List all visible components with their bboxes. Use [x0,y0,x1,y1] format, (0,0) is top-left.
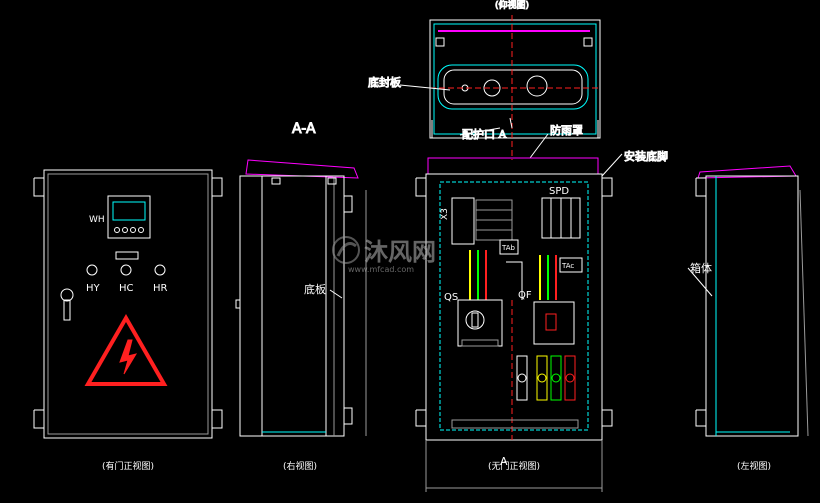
top-callouts: 防雨罩 安装底脚 A-A [292,121,669,177]
leader-back-plate [329,289,343,299]
right-mount-feet [344,195,353,425]
arrow-a-top [509,117,513,129]
indicator-lamp-hc [120,264,132,276]
caption-left: (左视图) [737,460,771,472]
top-view-bracket-right [583,37,593,47]
label-cable-gland: 配护口 A [462,127,507,141]
label-meter-wh: WH [89,215,105,225]
label-spd: SPD [549,186,569,197]
top-view-outline [429,19,601,139]
label-lamp-hy: HY [86,283,101,294]
right-side-latch [235,299,241,309]
label-ta-c: TAc [561,262,574,270]
leader-mount-foot [601,153,623,177]
meter-button-2 [122,227,128,233]
left-view: 箱体 (左视图) [687,165,809,472]
qs-base [461,339,499,347]
door-handle-icon [60,288,74,321]
front-rain-cover [427,157,599,175]
energy-meter [107,195,151,239]
caption-right: (右视图) [283,460,317,472]
left-dimension-line [799,189,809,437]
label-lamp-hc: HC [119,283,134,294]
leader-rain-cover [529,133,549,159]
label-qf: QF [518,290,532,301]
right-mount-feet [212,177,223,429]
terminal-l2 [550,355,562,401]
front-door-inner [47,173,209,435]
meter-button-4 [138,227,144,233]
terminal-l1-screw [537,373,547,383]
top-view-caption: (仰视图) [495,0,529,11]
top-view-inner [433,23,597,135]
front-right-feet [602,177,613,427]
leader-cabinet-body [687,267,713,297]
right-hinge-top-2 [327,177,337,185]
label-lamp-hr: HR [153,283,168,294]
terminal-l1 [536,355,548,401]
meter-button-1 [114,227,120,233]
breaker-qf [533,301,575,345]
watermark-logo-icon [332,236,360,264]
gland-hole-2 [526,75,548,97]
front-view-no-door: X3 SPD TAb TAc QS QF [415,157,613,492]
watermark-url: www.mfcad.com [348,265,414,274]
front-body-outer [425,173,603,441]
caption-front-door: (有门正视图) [102,460,154,472]
top-view: (仰视图) 底封板 配护口 A [368,0,601,160]
watermark-brand: 沐风网 [364,238,436,266]
indicator-lamp-hy [86,264,98,276]
top-view-feet [431,120,599,139]
ground-busbar [451,419,579,429]
caption-front-no-door: (无门正视图) [488,460,540,472]
isolator-switch-qs [457,299,503,347]
terminal-n-screw [517,373,527,383]
qs-knob-handle [471,312,479,328]
qs-rotary-knob [465,310,485,330]
bottom-plate-outline [437,64,589,110]
label-mount-foot: 安装底脚 [624,149,668,163]
left-view-feet [695,177,706,427]
front-door-body [43,169,213,439]
left-mount-feet [33,177,44,429]
right-view: 底板 (右视图) [235,159,367,472]
leader-bottom-plate [399,84,451,91]
label-cabinet-body: 箱体 [690,261,712,275]
section-label-aa: A-A [292,121,316,137]
terminal-l3 [564,355,576,401]
front-view-with-door: WH HY HC HR (有门正视图) [33,169,223,472]
bottom-plate-inner [443,69,583,105]
label-x3: X3 [440,208,450,220]
mounting-plate [439,181,589,431]
qf-toggle [545,313,557,331]
right-body [239,175,345,437]
wire-white-bus [506,261,523,300]
watermark: 沐风网 www.mfcad.com [332,236,436,274]
indicator-lamp-hr [154,264,166,276]
terminal-block-x3 [451,197,475,245]
section-label-a-bottom: A [500,455,508,468]
output-terminals [516,355,576,401]
label-rain-cover: 防雨罩 [550,123,583,137]
label-back-plate: 底板 [304,282,326,296]
leader-cable-gland [459,127,501,136]
label-bottom-plate: 底封板 [368,75,401,89]
meter-button-3 [130,227,136,233]
terminal-l2-screw [551,373,561,383]
right-hinge-top [271,177,281,185]
right-rain-cover [245,159,359,179]
top-view-bracket-left [435,37,445,47]
high-voltage-warning-icon [84,313,168,386]
nameplate [115,251,139,260]
current-transformer-tab [499,239,519,255]
front-left-feet [415,177,426,427]
current-transformer-tac [559,257,583,273]
left-body [705,175,799,437]
label-ta-b: TAb [501,244,516,252]
label-qs: QS [444,292,458,303]
terminal-l3-screw [565,373,575,383]
terminal-n [516,355,528,401]
meter-display [112,201,146,221]
